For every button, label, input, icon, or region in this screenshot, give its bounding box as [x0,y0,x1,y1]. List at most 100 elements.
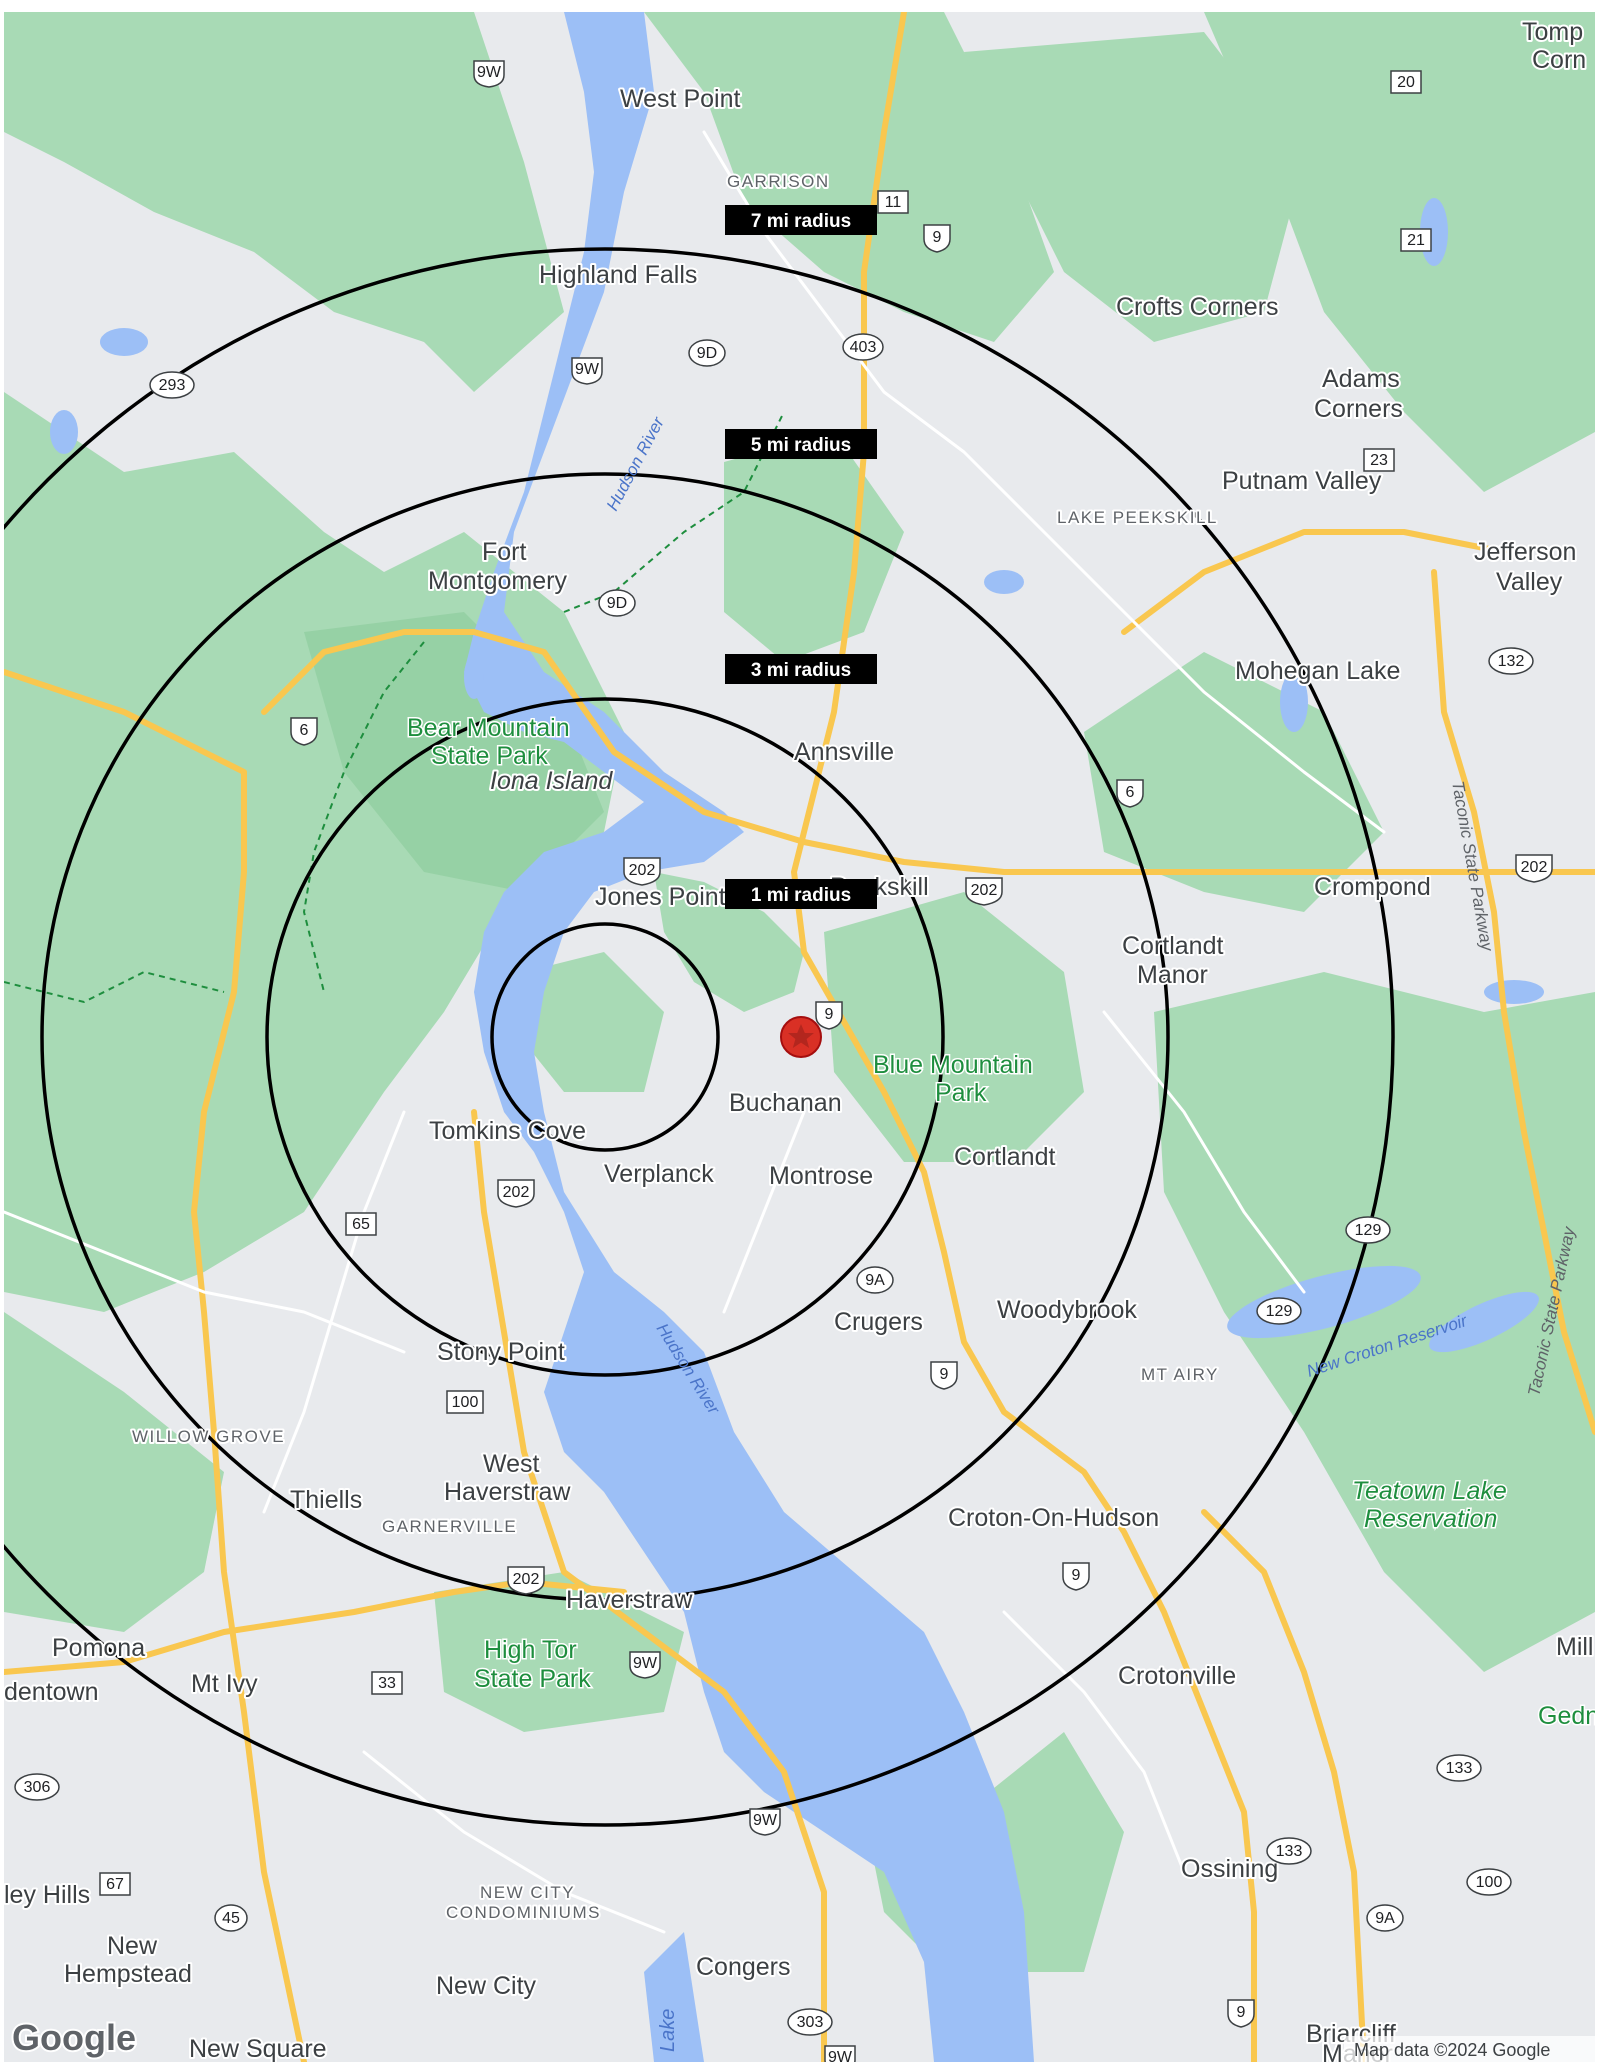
svg-text:21: 21 [1407,232,1425,249]
shield-icon: 133 [1436,1754,1482,1782]
svg-text:9D: 9D [607,595,627,612]
svg-text:129: 129 [1266,1303,1293,1320]
radius-label-7mi: 7 mi radius [725,205,877,235]
shield-icon: 33 [371,1671,403,1695]
label-ossining: Ossining [1181,1855,1278,1883]
svg-text:7 mi radius: 7 mi radius [751,211,851,232]
label-bear-mountain-1: Bear Mountain [407,714,570,742]
label-mohegan-lake: Mohegan Lake [1235,657,1400,685]
svg-text:133: 133 [1446,1760,1473,1777]
shield-icon: 9D [598,589,636,617]
svg-text:11: 11 [885,194,902,211]
svg-text:303: 303 [797,2014,824,2031]
label-adams-corners-2: Corners [1314,395,1403,423]
label-iona-island: Iona Island [490,767,613,795]
map-canvas[interactable]: West Point GARRISON Highland Falls Croft… [4,12,1595,2062]
label-annsville: Annsville [794,738,894,766]
radius-label-3mi: 3 mi radius [725,654,877,684]
label-west-haverstraw-2: Haverstraw [444,1478,571,1506]
label-buchanan: Buchanan [729,1089,842,1117]
shield-icon: 202 [1515,854,1553,883]
label-pomona: Pomona [52,1634,145,1662]
svg-text:403: 403 [850,339,877,356]
label-new-square: New Square [189,2035,327,2062]
label-crompond: Crompond [1314,873,1431,901]
svg-text:100: 100 [1476,1874,1503,1891]
svg-text:9A: 9A [865,1272,885,1289]
radius-labels: 7 mi radius 5 mi radius 3 mi radius 1 mi… [725,205,877,909]
map-view[interactable]: West Point GARRISON Highland Falls Croft… [4,12,1595,2062]
shield-icon: 9D [688,339,726,367]
shield-icon: 20 [1390,70,1422,94]
svg-text:6: 6 [1126,784,1135,801]
svg-text:133: 133 [1276,1843,1303,1860]
label-verplanck: Verplanck [604,1160,714,1188]
label-teatown-2: Reservation [1364,1505,1497,1533]
radius-rings [4,247,1395,1827]
svg-text:9W: 9W [828,2049,853,2062]
label-stony-point: Stony Point [437,1338,565,1366]
svg-text:20: 20 [1397,74,1415,91]
shield-icon: 9 [815,1001,843,1030]
label-cortlandt-manor-2: Manor [1137,961,1208,989]
svg-text:1 mi radius: 1 mi radius [751,885,851,906]
shield-icon: 9A [1366,1904,1404,1932]
label-crotonville: Crotonville [1118,1662,1236,1690]
label-jones-point: Jones Point [595,883,726,911]
svg-text:9W: 9W [753,1812,778,1829]
shield-icon: 306 [14,1773,60,1801]
svg-text:Google: Google [12,2017,136,2058]
shield-icon: 9A [856,1266,894,1294]
label-blue-mountain-1: Blue Mountain [873,1051,1033,1079]
shield-icon: 129 [1256,1297,1302,1325]
shield-icon: 9 [1227,1999,1255,2028]
label-highland-falls: Highland Falls [539,261,697,289]
label-new-hempstead-1: New [107,1932,158,1960]
svg-text:202: 202 [1521,859,1548,876]
map-attribution[interactable]: Map data ©2024 Google [1344,2036,1595,2062]
label-fort-montgomery-1: Fort [482,538,527,566]
shield-icon: 202 [623,857,661,886]
shield-icon: 9W [749,1808,781,1836]
label-cortlandt: Cortlandt [954,1143,1055,1171]
shield-icon: 67 [99,1872,131,1896]
shield-icon: 23 [1363,448,1395,472]
label-garnerville: GARNERVILLE [382,1517,517,1536]
label-new-city: New City [436,1972,537,2000]
svg-text:9: 9 [1237,2004,1246,2021]
label-willow-grove: WILLOW GROVE [132,1427,285,1446]
svg-text:9A: 9A [1375,1910,1395,1927]
label-croton-on-hudson: Croton-On-Hudson [948,1504,1159,1532]
label-fort-montgomery-2: Montgomery [428,567,567,595]
svg-text:9W: 9W [575,361,600,378]
label-west-haverstraw-1: West [483,1450,540,1478]
park-labels: Bear Mountain State Park Blue Mountain P… [406,713,1596,1732]
svg-text:67: 67 [106,1876,124,1893]
shield-icon: 293 [149,371,195,399]
shield-icon: 100 [446,1390,484,1414]
label-garrison: GARRISON [727,172,830,191]
label-jefferson-valley-2: Valley [1496,568,1563,596]
svg-text:129: 129 [1355,1222,1382,1239]
google-logo[interactable]: Google [10,2015,138,2060]
label-west-point: West Point [620,85,740,113]
label-bear-mountain-2: State Park [431,742,548,770]
svg-text:5 mi radius: 5 mi radius [751,435,851,456]
label-blue-mountain-2: Park [935,1079,987,1107]
svg-text:9: 9 [825,1006,834,1023]
label-new-city-condos-1: NEW CITY [480,1883,575,1902]
svg-text:202: 202 [971,882,998,899]
svg-text:202: 202 [629,862,656,879]
svg-text:Map data ©2024 Google: Map data ©2024 Google [1354,2040,1550,2060]
shield-icon: 9W [629,1651,661,1679]
label-new-hempstead-2: Hempstead [64,1960,192,1988]
shield-icon: 9 [1062,1562,1090,1591]
star-pin-icon[interactable] [780,1016,822,1058]
shield-icon: 65 [345,1212,377,1236]
label-teatown-1: Teatown Lake [1352,1477,1507,1505]
shield-icon: 202 [507,1566,545,1595]
svg-text:306: 306 [24,1779,51,1796]
label-congers: Congers [696,1953,791,1981]
label-new-hempstead-left: dentown [4,1678,99,1706]
shield-icon: 9W [571,357,603,385]
